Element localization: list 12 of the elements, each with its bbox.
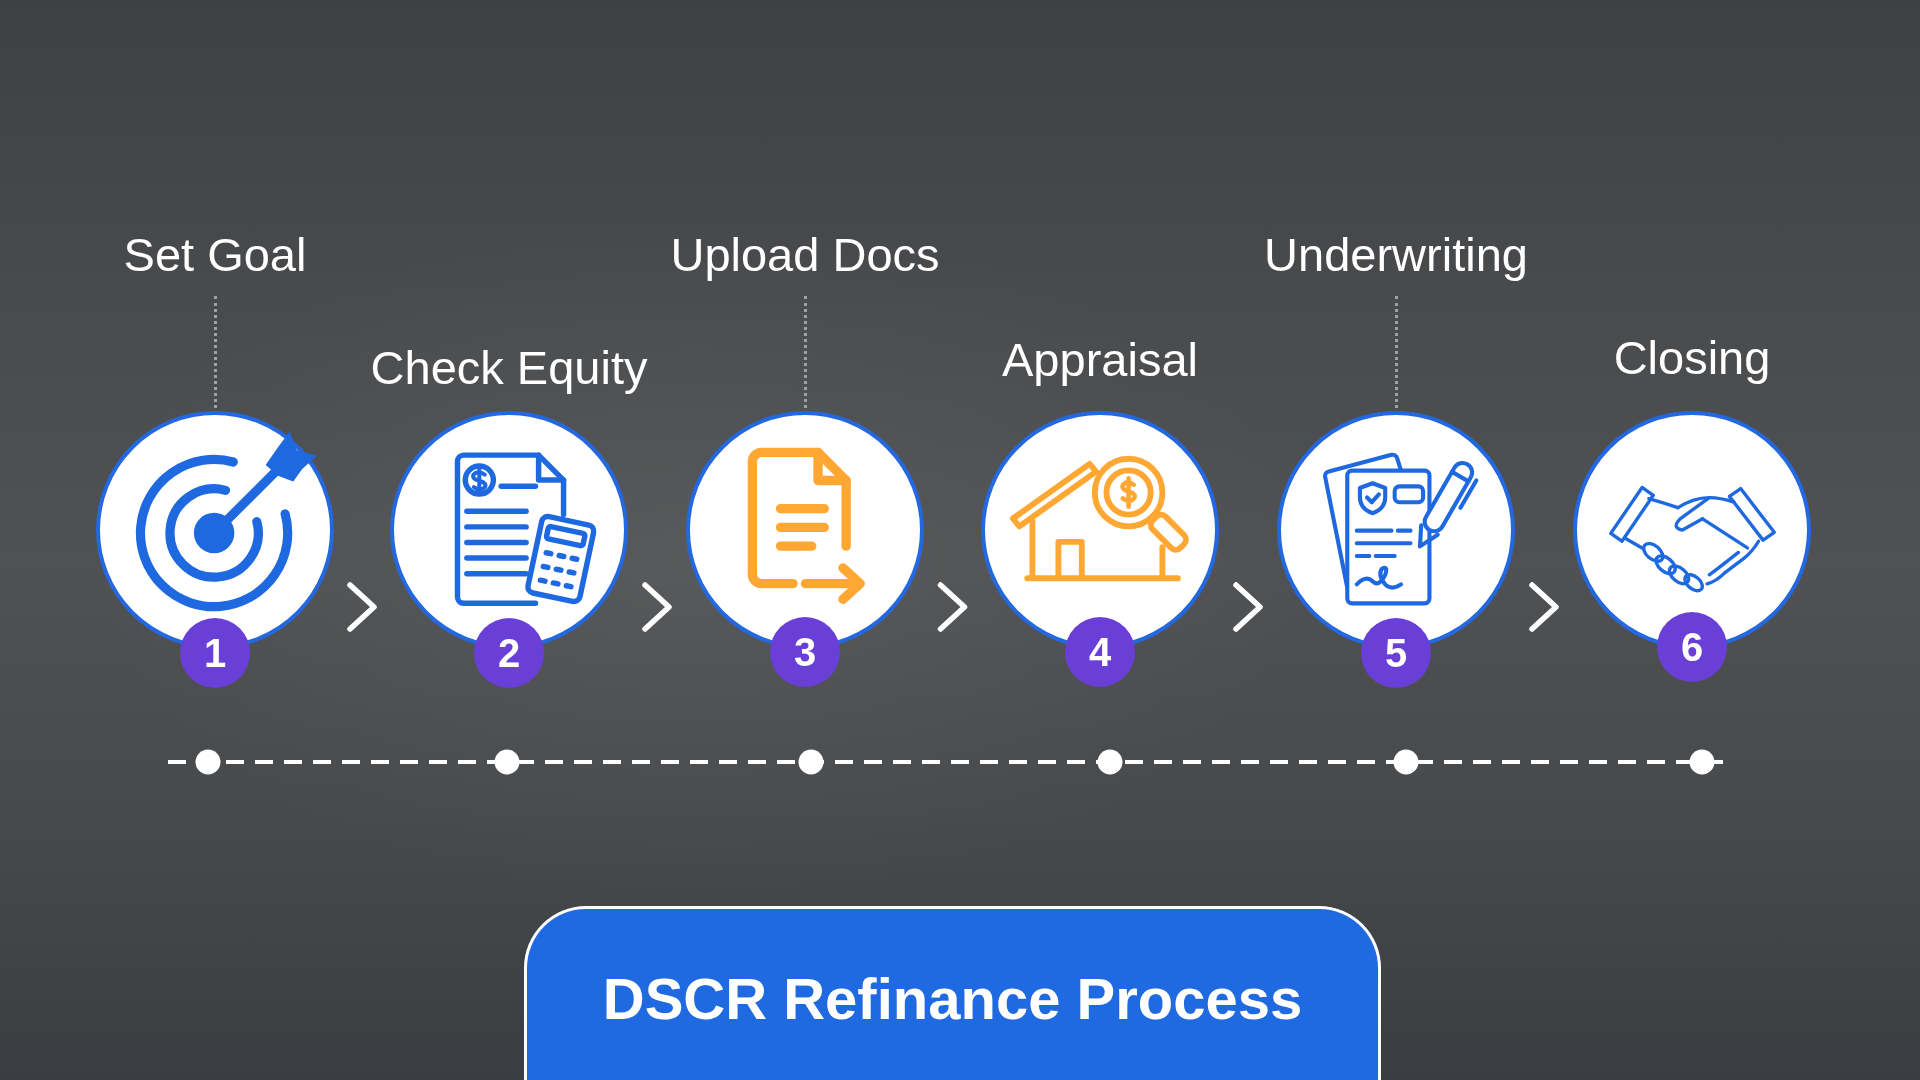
step-label: Closing: [1613, 330, 1771, 386]
number-badge: 2: [474, 618, 544, 688]
number-badge: 4: [1065, 617, 1135, 687]
step-label: Check Equity: [370, 340, 648, 396]
step-label: Set Goal: [123, 227, 307, 283]
step-label: Underwriting: [1264, 227, 1528, 283]
title: DSCR Refinance Process: [602, 965, 1303, 1033]
number-badge: 1: [180, 618, 250, 688]
step-label: Upload Docs: [670, 227, 940, 283]
number-badge: 3: [770, 617, 840, 687]
step-label: Appraisal: [1002, 332, 1198, 388]
number-badge: 5: [1361, 618, 1431, 688]
